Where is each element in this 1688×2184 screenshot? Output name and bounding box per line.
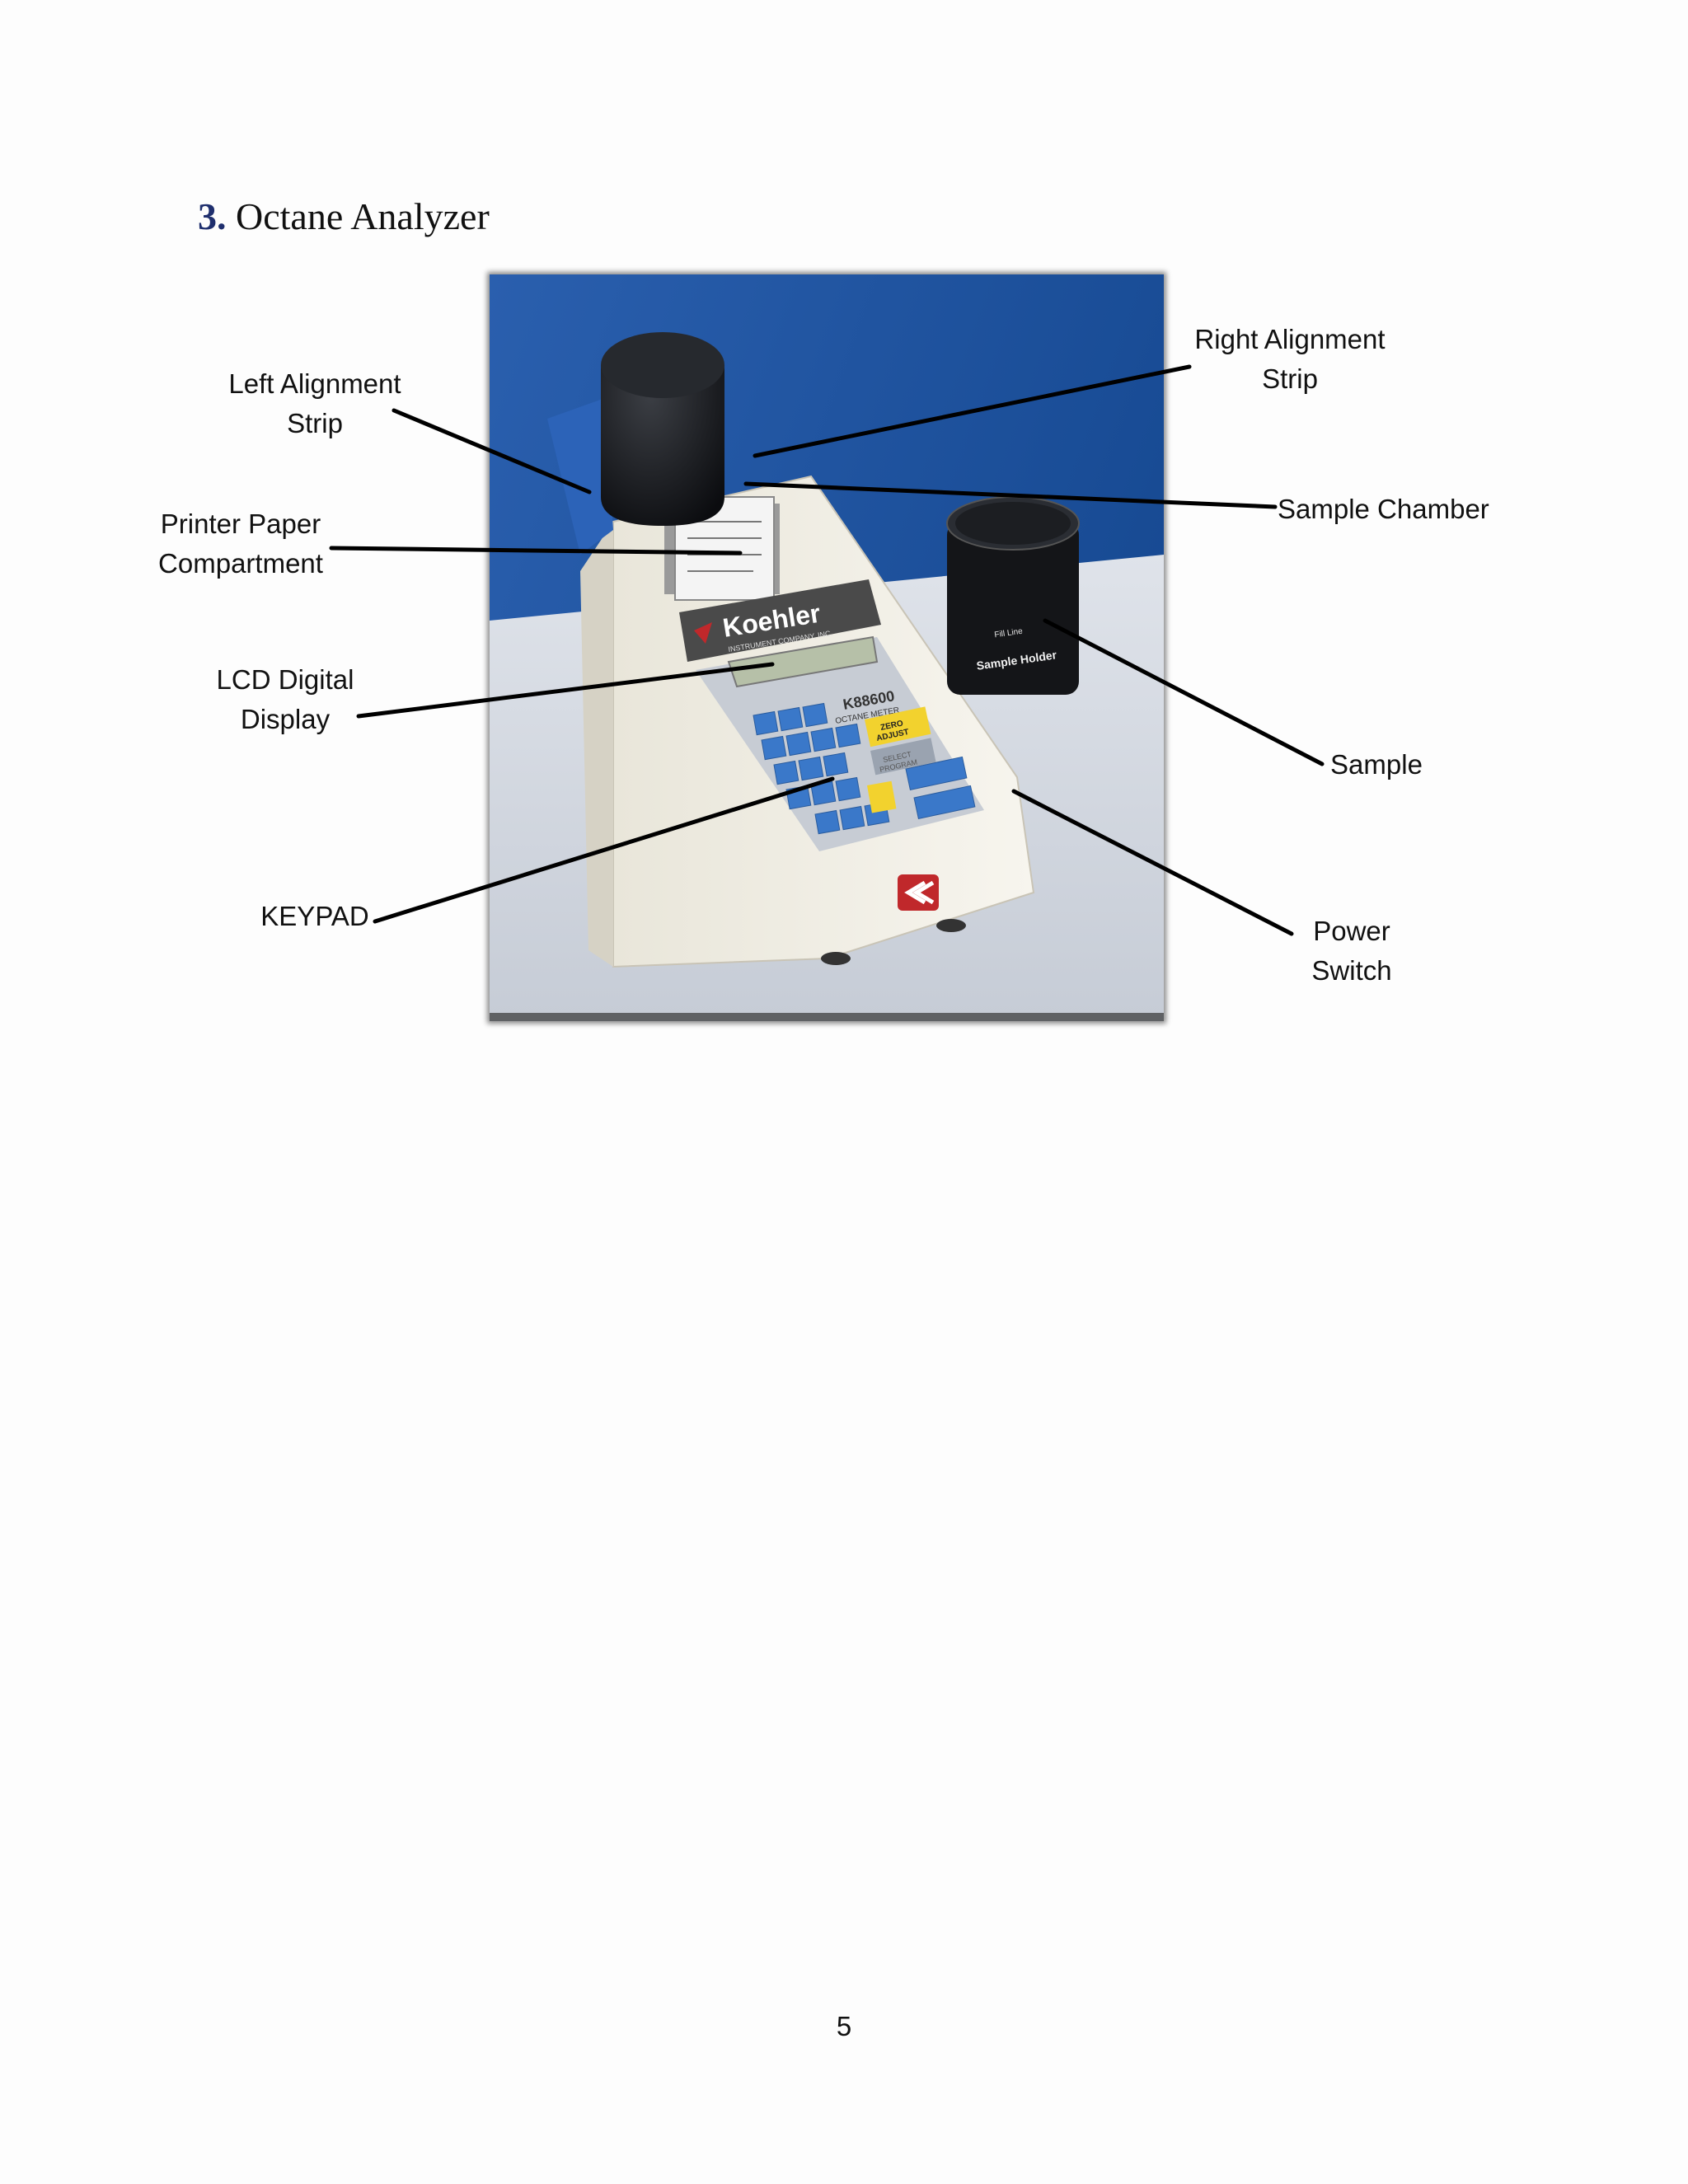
device-illustration: Koehler INSTRUMENT COMPANY, INC. K88600 … [490, 274, 1164, 1021]
callout-power-switch: Power Switch [1286, 912, 1418, 991]
line-right-alignment-strip [753, 364, 1192, 458]
callout-text: Switch [1311, 955, 1392, 986]
callout-printer-paper: Printer Paper Compartment [142, 504, 340, 583]
callout-lcd-display: LCD Digital Display [195, 660, 376, 739]
callout-left-alignment-strip: Left Alignment Strip [216, 364, 414, 443]
octane-analyzer-photo: Koehler INSTRUMENT COMPANY, INC. K88600 … [490, 274, 1164, 1021]
page-number: 5 [836, 2011, 852, 2041]
section-number: 3. [198, 195, 227, 237]
callout-text: Strip [287, 408, 343, 438]
callout-right-alignment-strip: Right Alignment Strip [1175, 320, 1405, 399]
line-lcd-display [356, 662, 775, 719]
line-sample [1043, 618, 1325, 766]
callout-text: Compartment [158, 548, 323, 579]
section-title: Octane Analyzer [236, 195, 490, 237]
callout-text: Left Alignment [228, 368, 401, 399]
keypad-keys [753, 702, 976, 835]
callout-text: Sample [1330, 749, 1423, 780]
callout-text: Sample Chamber [1278, 494, 1489, 524]
line-left-alignment-strip [392, 408, 592, 494]
callout-text: Right Alignment [1194, 324, 1386, 354]
callout-keypad: KEYPAD [249, 897, 381, 936]
section-heading: 3. Octane Analyzer [198, 194, 490, 238]
callout-text: KEYPAD [260, 901, 369, 931]
fill-line-label: Fill Line [994, 627, 1024, 640]
line-printer-paper [329, 546, 743, 555]
line-sample-chamber [743, 481, 1278, 509]
callout-text: Power [1313, 916, 1390, 946]
callout-text: Display [240, 704, 331, 734]
callout-sample-chamber: Sample Chamber [1278, 490, 1500, 529]
callout-text: Strip [1262, 363, 1318, 394]
callout-sample: Sample [1311, 745, 1442, 785]
callout-text: LCD Digital [216, 664, 354, 695]
line-power-switch [1011, 789, 1294, 936]
line-keypad [373, 776, 835, 924]
callout-text: Printer Paper [160, 509, 321, 539]
